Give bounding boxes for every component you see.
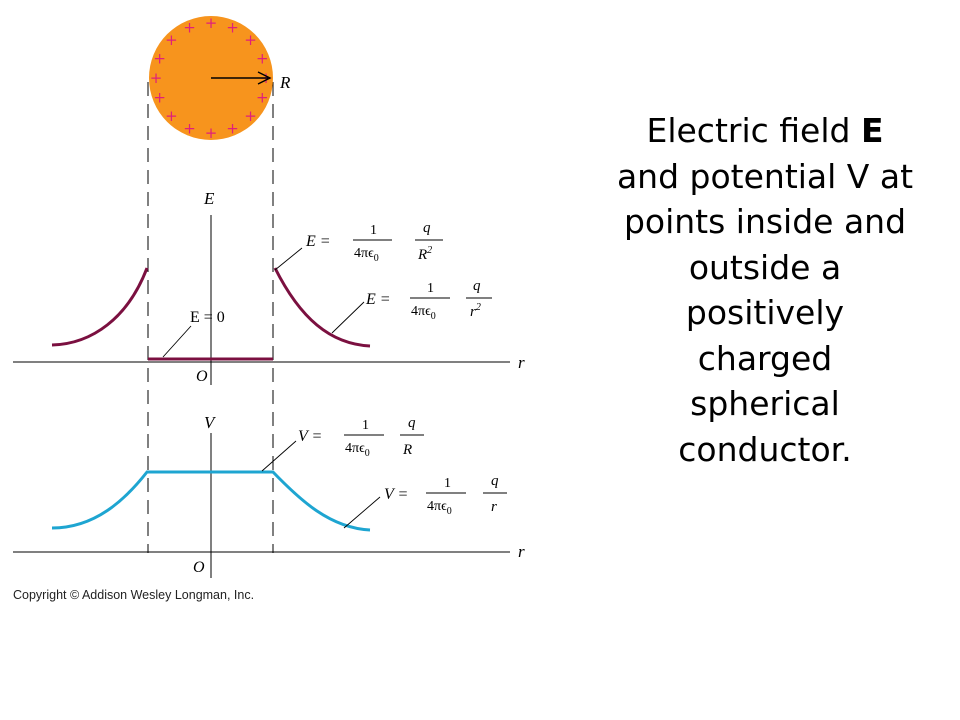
caption-line-1-bold: E bbox=[860, 111, 884, 150]
charge-plus-9: + bbox=[183, 120, 196, 138]
v-outside-formula: V = 1 4πϵ0 q r bbox=[384, 473, 507, 517]
v-outside-denominator: 4πϵ0 bbox=[427, 499, 452, 517]
e-r-label: r bbox=[518, 353, 525, 372]
charge-plus-0: + bbox=[205, 14, 218, 32]
e-surface-lhs: E = bbox=[305, 233, 331, 250]
radius-arrow-head bbox=[257, 71, 272, 85]
e-surface-denominator: 4πϵ0 bbox=[354, 246, 379, 264]
e-axis-label: E bbox=[203, 189, 215, 208]
caption-line-1-text: Electric field bbox=[646, 111, 861, 150]
charge-plus-8: + bbox=[205, 124, 218, 142]
field-potential-diagram: ++++++++++++++++ R E r O E = 0 E = 1 4πϵ… bbox=[13, 14, 525, 578]
v-surface-numerator: 1 bbox=[362, 418, 369, 433]
v-surface-denominator: 4πϵ0 bbox=[345, 441, 370, 459]
charge-plus-13: + bbox=[153, 49, 166, 67]
charge-plus-3: + bbox=[256, 49, 269, 67]
v-outside-var-den: r bbox=[491, 499, 497, 515]
e-plot: E r O E = 0 E = 1 4πϵ0 q R2 E = 1 4πϵ0 q bbox=[13, 189, 525, 385]
charge-plus-12: + bbox=[150, 69, 163, 87]
e-outside-formula: E = 1 4πϵ0 q r2 bbox=[365, 278, 492, 322]
charged-sphere: ++++++++++++++++ R bbox=[149, 14, 291, 142]
v-surface-leader bbox=[261, 440, 297, 472]
charge-plus-5: + bbox=[256, 89, 269, 107]
e-outside-var-den: r2 bbox=[470, 302, 481, 320]
e-origin-label: O bbox=[196, 368, 208, 385]
charge-plus-6: + bbox=[244, 107, 257, 125]
v-curve bbox=[51, 470, 371, 532]
e-surface-numerator: 1 bbox=[370, 223, 377, 238]
e-outside-denominator: 4πϵ0 bbox=[411, 304, 436, 322]
v-surface-q: q bbox=[408, 415, 416, 431]
caption-line-7: spherical bbox=[690, 384, 840, 423]
v-outside-numerator: 1 bbox=[444, 476, 451, 491]
charge-plus-7: + bbox=[226, 120, 239, 138]
e-curve-outside-left bbox=[51, 267, 149, 347]
surface-charges: ++++++++++++++++ bbox=[150, 14, 273, 142]
e-inside-label: E = 0 bbox=[190, 309, 225, 326]
e-surface-formula: E = 1 4πϵ0 q R2 bbox=[305, 220, 443, 264]
caption: Electric field E and potential V at poin… bbox=[580, 108, 950, 472]
radius-label: R bbox=[279, 73, 291, 92]
v-axis-label: V bbox=[204, 413, 217, 432]
charge-plus-2: + bbox=[244, 31, 257, 49]
e-curve-outside-right bbox=[273, 267, 371, 348]
e-outside-leader bbox=[331, 301, 365, 334]
caption-line-1: Electric field E bbox=[580, 108, 950, 154]
charge-plus-1: + bbox=[226, 18, 239, 36]
charge-plus-15: + bbox=[183, 18, 196, 36]
e-outside-lhs: E = bbox=[365, 291, 391, 308]
v-outside-leader bbox=[343, 496, 381, 529]
v-surface-formula: V = 1 4πϵ0 q R bbox=[298, 415, 424, 459]
copyright-notice: Copyright © Addison Wesley Longman, Inc. bbox=[13, 588, 255, 602]
e-surface-q: q bbox=[423, 220, 431, 236]
caption-line-4: outside a bbox=[688, 247, 842, 287]
e-surface-var-den: R2 bbox=[417, 245, 432, 263]
v-surface-var-den: R bbox=[402, 442, 412, 458]
e-surface-leader bbox=[274, 247, 303, 271]
caption-line-3: points inside and bbox=[623, 202, 907, 241]
v-r-label: r bbox=[518, 542, 525, 561]
v-origin-label: O bbox=[193, 559, 205, 576]
e-outside-q: q bbox=[473, 278, 481, 294]
caption-line-6: charged bbox=[697, 338, 833, 378]
v-surface-lhs: V = bbox=[298, 428, 322, 445]
e-outside-numerator: 1 bbox=[427, 281, 434, 296]
guide-lines bbox=[147, 82, 274, 553]
charge-plus-11: + bbox=[153, 89, 166, 107]
caption-line-5: positively bbox=[685, 293, 845, 332]
v-outside-q: q bbox=[491, 473, 499, 489]
charge-plus-10: + bbox=[165, 107, 178, 125]
caption-line-8: conductor. bbox=[678, 429, 852, 469]
charge-plus-14: + bbox=[165, 31, 178, 49]
caption-line-2: and potential V at bbox=[616, 156, 914, 196]
e-zero-leader bbox=[162, 325, 192, 358]
v-plot: V r O V = 1 4πϵ0 q R V = 1 4πϵ0 q r bbox=[13, 413, 525, 578]
v-outside-lhs: V = bbox=[384, 486, 408, 503]
